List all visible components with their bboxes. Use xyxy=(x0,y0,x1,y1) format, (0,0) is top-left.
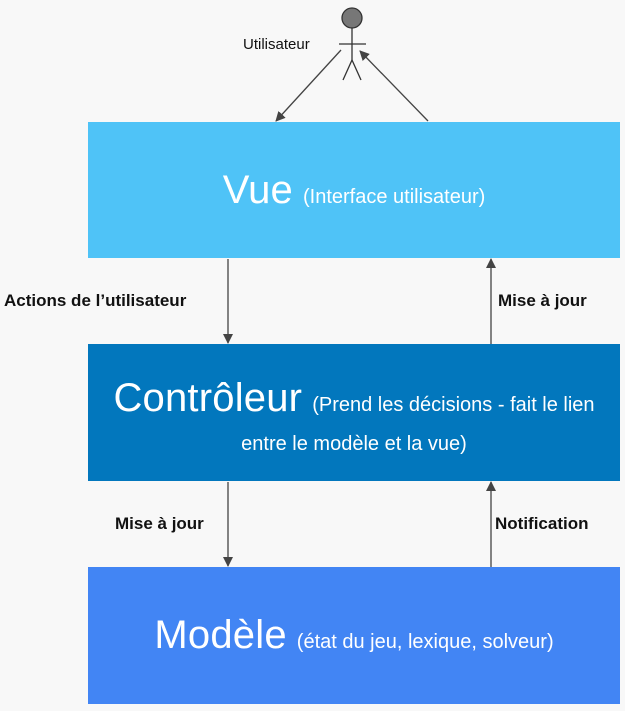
actor-label: Utilisateur xyxy=(243,36,310,53)
modele-content: Modèle (état du jeu, lexique, solveur) xyxy=(154,613,553,658)
user-actor-icon xyxy=(339,7,366,81)
vue-subtitle: (Interface utilisateur) xyxy=(303,185,486,208)
arrow-vue-to-user xyxy=(359,50,429,122)
modele-box: Modèle (état du jeu, lexique, solveur) xyxy=(88,567,620,704)
arrow-user-to-vue xyxy=(275,49,342,122)
edge-label-vue-to-controleur: Actions de l’utilisateur xyxy=(4,291,187,310)
modele-subtitle: (état du jeu, lexique, solveur) xyxy=(296,631,554,653)
controleur-content: Contrôleur(Prend les décisions - fait le… xyxy=(112,367,596,459)
edge-label-controleur-to-vue: Mise à jour xyxy=(498,291,587,310)
vue-title: Vue xyxy=(222,167,293,212)
edge-label-modele-to-controleur: Notification xyxy=(495,514,589,533)
controleur-box: Contrôleur(Prend les décisions - fait le… xyxy=(88,344,620,481)
modele-title: Modèle xyxy=(154,613,287,657)
vue-box: Vue (Interface utilisateur) xyxy=(88,122,620,258)
controleur-subtitle: (Prend les décisions - fait le lien entr… xyxy=(241,393,595,455)
edge-label-controleur-to-modele: Mise à jour xyxy=(115,514,204,533)
vue-content: Vue (Interface utilisateur) xyxy=(223,168,486,213)
controleur-title: Contrôleur xyxy=(113,375,303,420)
